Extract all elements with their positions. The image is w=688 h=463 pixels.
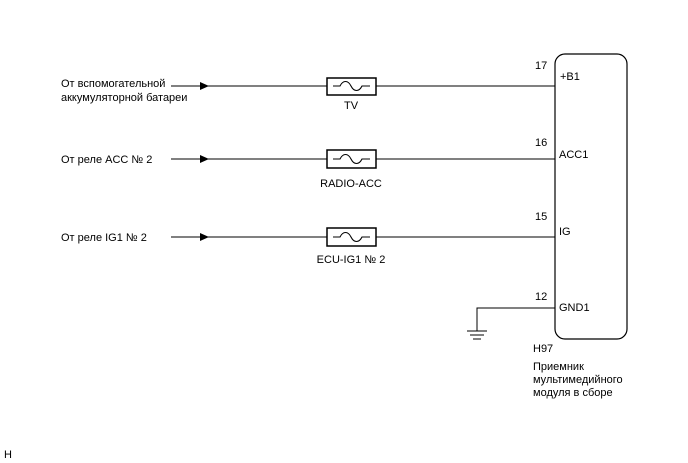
source-label-line: От реле ACC № 2 bbox=[61, 154, 152, 166]
circuit-acc1: От реле ACC № 2 RADIO-ACC 16 ACC1 bbox=[61, 137, 588, 190]
fuse-icon bbox=[326, 77, 377, 96]
source-label-line: От вспомогательной bbox=[61, 78, 165, 90]
multimedia-receiver-box bbox=[554, 53, 628, 340]
terminal-label: GND1 bbox=[559, 302, 590, 314]
circuit-b1: От вспомогательной аккумуляторной батаре… bbox=[61, 60, 580, 112]
terminal-label: IG bbox=[559, 226, 571, 238]
source-label-line: От реле IG1 № 2 bbox=[61, 232, 147, 244]
corner-mark: H bbox=[4, 449, 12, 461]
ground-icon bbox=[467, 330, 487, 340]
pin-number: 16 bbox=[535, 137, 547, 149]
fuse-label: TV bbox=[344, 100, 359, 112]
component-name-line: Приемник bbox=[533, 361, 584, 373]
circuit-ig: От реле IG1 № 2 ECU-IG1 № 2 15 IG bbox=[61, 211, 571, 266]
fuse-icon bbox=[326, 149, 377, 169]
fuse-icon bbox=[326, 227, 377, 247]
fuse-label: RADIO-ACC bbox=[320, 178, 382, 190]
ground-wire bbox=[476, 307, 555, 331]
terminal-label: +B1 bbox=[560, 71, 580, 83]
pin-number: 17 bbox=[535, 60, 547, 72]
arrow-right-icon bbox=[200, 155, 209, 163]
terminal-label: ACC1 bbox=[559, 149, 588, 161]
connector-code: H97 bbox=[533, 343, 553, 355]
circuit-gnd1: 12 GND1 bbox=[467, 291, 590, 340]
source-label-line: аккумуляторной батареи bbox=[61, 92, 187, 104]
pin-number: 15 bbox=[535, 211, 547, 223]
arrow-right-icon bbox=[200, 82, 209, 90]
component-name-line: мультимедийного bbox=[533, 374, 623, 386]
component-name-line: модуля в сборе bbox=[533, 387, 613, 399]
fuse-label: ECU-IG1 № 2 bbox=[317, 254, 386, 266]
arrow-right-icon bbox=[200, 233, 209, 241]
pin-number: 12 bbox=[535, 291, 547, 303]
